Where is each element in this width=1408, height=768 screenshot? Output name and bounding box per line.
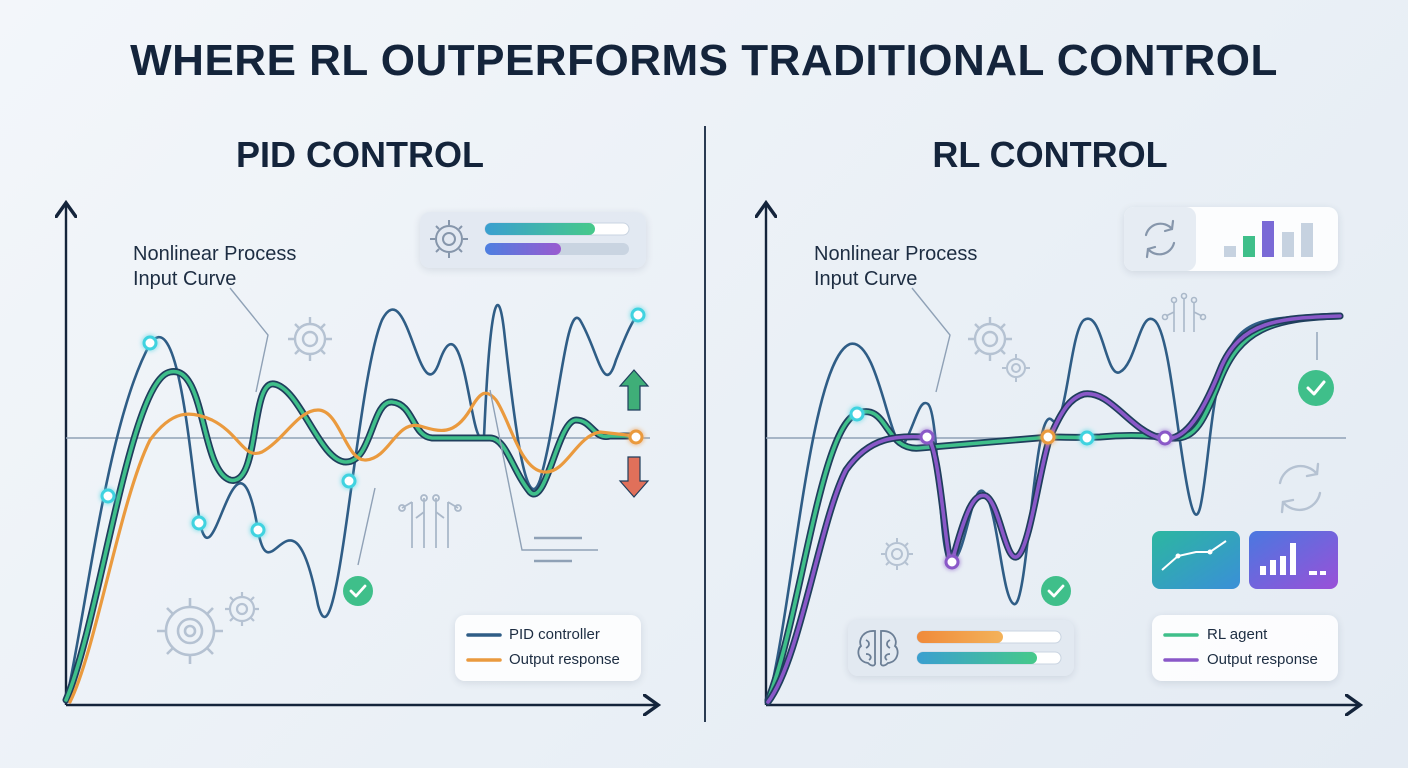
pid-axes bbox=[66, 205, 656, 705]
gear-icon bbox=[157, 598, 223, 664]
circuit-icon bbox=[1161, 292, 1207, 332]
gear-icon bbox=[288, 317, 332, 361]
pid-annotation: Nonlinear Process Input Curve bbox=[133, 242, 296, 292]
arrow-down-icon bbox=[618, 456, 650, 498]
pid-legend-output-label: Output response bbox=[509, 651, 620, 668]
pid-panel-title: PID CONTROL bbox=[236, 134, 484, 175]
pid-markers bbox=[100, 307, 646, 538]
rl-legend bbox=[1152, 615, 1338, 681]
pid-legend-controller: PID controller bbox=[509, 626, 600, 643]
rl-status-bars bbox=[916, 630, 1062, 665]
gear-icon bbox=[430, 220, 468, 258]
pid-annotation-line2: Input Curve bbox=[133, 268, 237, 290]
rl-annotation-line1: Nonlinear Process bbox=[814, 243, 978, 265]
pid-leader-3 bbox=[489, 389, 598, 551]
pid-legend-controller-label: PID controller bbox=[509, 626, 600, 643]
check-icon bbox=[1298, 370, 1334, 406]
rl-output-curve-inner bbox=[766, 314, 1342, 704]
pid-annotation-leader bbox=[229, 287, 269, 393]
rl-refresh-tile bbox=[1124, 207, 1196, 271]
pid-process-curve bbox=[64, 303, 639, 703]
check-icon bbox=[343, 576, 373, 606]
rl-annotation-line2: Input Curve bbox=[814, 268, 918, 290]
gear-icon bbox=[968, 317, 1012, 361]
rl-legend-output-label: Output response bbox=[1207, 651, 1318, 668]
rl-annotation: Nonlinear Process Input Curve bbox=[814, 242, 977, 292]
brain-icon bbox=[857, 630, 899, 667]
gear-icon bbox=[1002, 354, 1030, 382]
pid-status-card bbox=[420, 212, 646, 268]
check-icon bbox=[1041, 576, 1071, 606]
rl-output-curve bbox=[764, 312, 1344, 706]
rl-status-card bbox=[848, 620, 1074, 676]
pid-legend bbox=[455, 615, 641, 681]
pid-status-bars bbox=[484, 222, 630, 255]
pid-leader-2 bbox=[357, 487, 376, 566]
rl-axes bbox=[766, 205, 1358, 705]
rl-panel-title: RL CONTROL bbox=[932, 134, 1168, 175]
pid-output-curve bbox=[68, 391, 638, 704]
gear-icon bbox=[225, 592, 259, 626]
bar-chart-icon bbox=[1224, 221, 1313, 257]
refresh-icon bbox=[1278, 462, 1322, 514]
circuit-icon bbox=[398, 494, 462, 548]
arrow-up-icon bbox=[618, 369, 650, 411]
rl-legend-agent-label: RL agent bbox=[1207, 626, 1268, 643]
rl-markers bbox=[849, 406, 1173, 570]
pid-annotation-line1: Nonlinear Process bbox=[133, 243, 297, 265]
line-chart-icon bbox=[1152, 531, 1240, 589]
bar-chart-icon bbox=[1249, 531, 1338, 589]
pid-controller-curve-inner bbox=[64, 370, 638, 702]
pid-legend-output: Output response bbox=[509, 651, 620, 668]
page-title: WHERE RL OUTPERFORMS TRADITIONAL CONTROL bbox=[130, 36, 1278, 85]
rl-legend-agent: RL agent bbox=[1207, 626, 1267, 643]
panel-divider bbox=[704, 126, 706, 722]
rl-annotation-leader bbox=[911, 287, 951, 393]
rl-legend-output: Output response bbox=[1207, 651, 1318, 668]
rl-process-curve bbox=[766, 314, 1341, 703]
gear-icon bbox=[881, 538, 913, 570]
refresh-icon bbox=[1144, 219, 1176, 259]
